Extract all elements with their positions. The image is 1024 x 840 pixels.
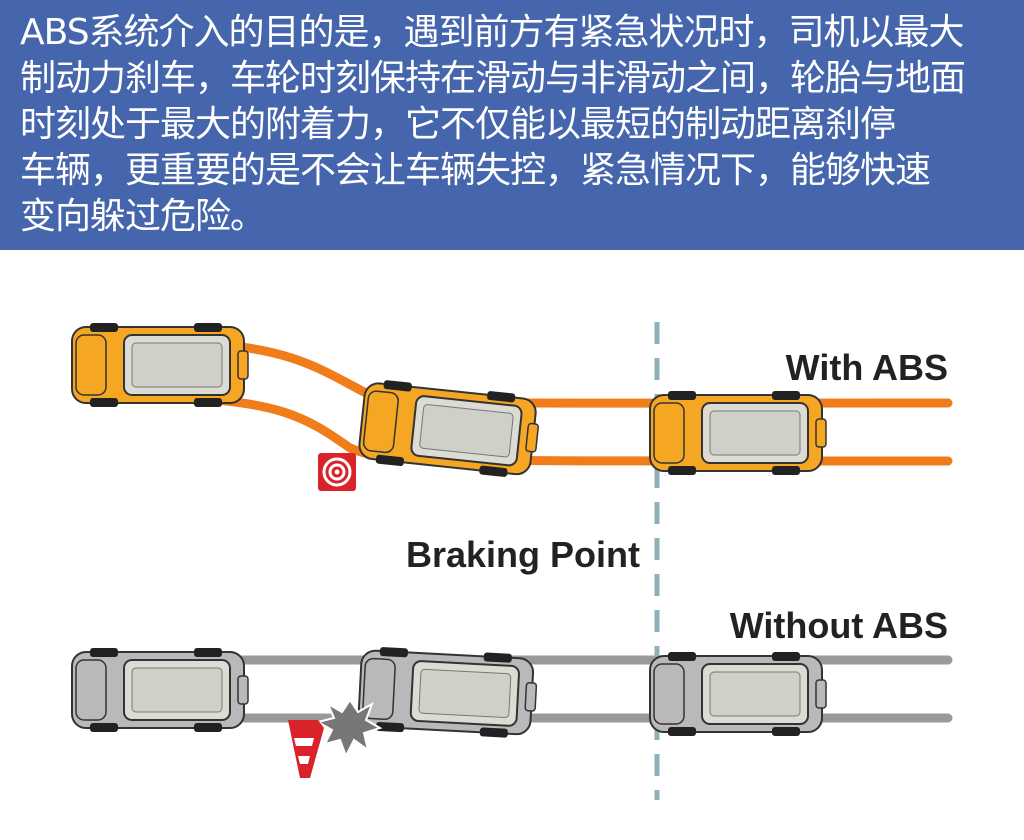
braking-point-label: Braking Point <box>406 534 640 575</box>
abs-car-start <box>71 322 249 408</box>
banner-line-5: 变向躲过危险。 <box>20 196 266 237</box>
no-abs-car-end <box>649 651 827 737</box>
banner-line-4: 车辆，更重要的是不会让车辆失控，紧急情况下，能够快速 <box>20 150 931 191</box>
abs-car-end <box>649 390 827 476</box>
no-abs-car-start <box>71 647 249 733</box>
banner-line-3: 时刻处于最大的附着力，它不仅能以最短的制动距离刹停 <box>20 104 896 145</box>
abs-car-braking <box>356 377 543 481</box>
traffic-cone-icon <box>288 720 324 778</box>
banner-line-2: 制动力刹车，车轮时刻保持在滑动与非滑动之间，轮胎与地面 <box>20 58 966 99</box>
description-banner: ABS系统介入的目的是，遇到前方有紧急状况时，司机以最大 制动力刹车，车轮时刻保… <box>0 0 1024 250</box>
no-abs-car-braking <box>356 645 539 741</box>
without-abs-label: Without ABS <box>730 605 948 646</box>
obstacle-target-icon <box>318 453 356 491</box>
banner-line-1: ABS系统介入的目的是，遇到前方有紧急状况时，司机以最大 <box>20 12 965 53</box>
with-abs-label: With ABS <box>786 347 948 388</box>
collision-burst-icon <box>315 698 383 759</box>
abs-diagram: With ABS Braking Point Without ABS <box>71 322 953 800</box>
